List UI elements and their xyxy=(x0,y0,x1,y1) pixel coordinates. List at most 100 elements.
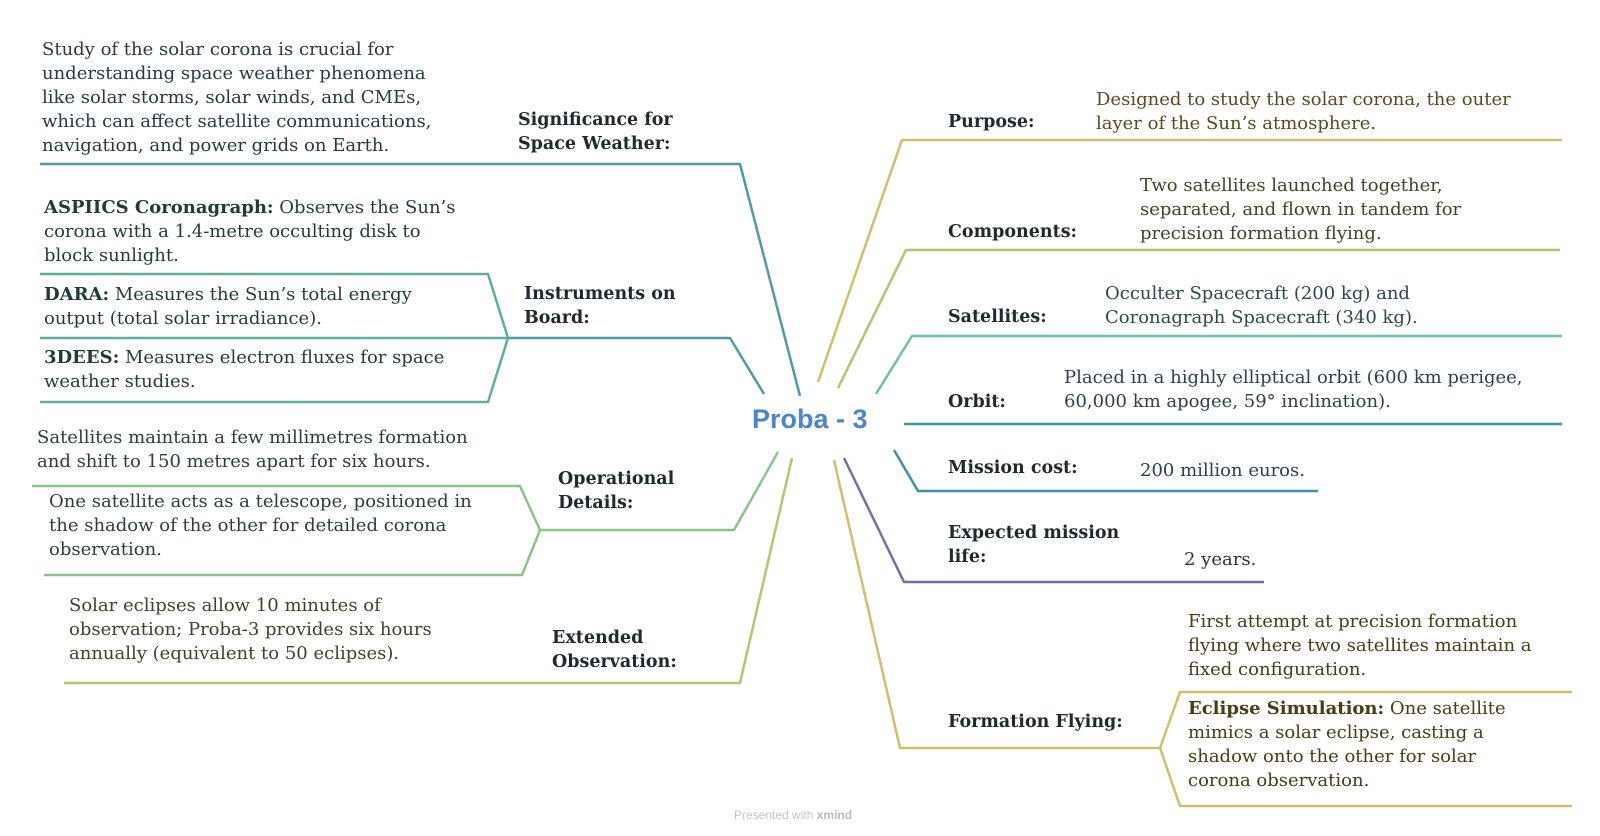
operational-item-telescope[interactable]: One satellite acts as a telescope, posit… xyxy=(49,490,472,562)
text-line: which can affect satellite communication… xyxy=(42,111,432,132)
text-line: 3DEES: Measures electron fluxes for spac… xyxy=(44,346,444,370)
mission-life-label[interactable]: Expected mission life: xyxy=(948,521,1119,569)
text-line: Solar eclipses allow 10 minutes of xyxy=(69,595,381,616)
label-line: Details: xyxy=(558,493,634,513)
text-line: shadow onto the other for solar xyxy=(1188,746,1477,767)
significance-label[interactable]: Significance for Space Weather: xyxy=(518,108,673,156)
connector-instr-3dees xyxy=(40,337,510,404)
text-line: corona observation. xyxy=(1188,770,1370,791)
text-line: Satellites maintain a few millimetres fo… xyxy=(37,427,468,448)
instrument-aspiics[interactable]: ASPIICS Coronagraph: Observes the Sun’s … xyxy=(44,196,456,268)
operational-label[interactable]: Operational Details: xyxy=(558,467,674,515)
text-line: navigation, and power grids on Earth. xyxy=(42,135,390,156)
formation-item-eclipse-simulation[interactable]: Eclipse Simulation: One satellite mimics… xyxy=(1188,697,1506,793)
label-line: Board: xyxy=(524,308,590,328)
label-line: Significance for xyxy=(518,110,673,130)
text-line: DARA: Measures the Sun’s total energy xyxy=(44,283,412,307)
text-line: block sunlight. xyxy=(44,245,179,266)
connector-mission-cost xyxy=(892,449,1318,493)
text-run: Measures the Sun’s total energy xyxy=(109,284,412,305)
text-line: fixed configuration. xyxy=(1188,659,1367,680)
text-run: Observes the Sun’s xyxy=(273,197,456,218)
text-line: understanding space weather phenomena xyxy=(42,63,426,84)
mission-cost-label[interactable]: Mission cost: xyxy=(948,458,1078,478)
satellites-text[interactable]: Occulter Spacecraft (200 kg) and Coronag… xyxy=(1105,282,1418,330)
text-line: First attempt at precision formation xyxy=(1188,611,1518,632)
extended-observation-text[interactable]: Solar eclipses allow 10 minutes of obser… xyxy=(69,594,432,666)
bold-term: Eclipse Simulation: xyxy=(1188,698,1385,719)
text-line: layer of the Sun’s atmosphere. xyxy=(1096,113,1377,134)
bold-term: DARA: xyxy=(44,284,110,305)
label-line: life: xyxy=(948,547,987,567)
text-line: observation; Proba-3 provides six hours xyxy=(69,619,432,640)
text-line: weather studies. xyxy=(44,371,196,392)
mission-cost-text[interactable]: 200 million euros. xyxy=(1140,459,1305,483)
footer-credit[interactable]: Presented with xmind xyxy=(734,808,852,822)
operational-item-formation[interactable]: Satellites maintain a few millimetres fo… xyxy=(37,426,468,474)
text-line: 200 million euros. xyxy=(1140,460,1305,481)
text-line: output (total solar irradiance). xyxy=(44,308,322,329)
text-line: mimics a solar eclipse, casting a xyxy=(1188,722,1484,743)
connector-instruments xyxy=(508,336,766,395)
connector-formation xyxy=(832,459,1160,750)
text-run: Measures electron fluxes for space xyxy=(119,347,445,368)
central-topic[interactable]: Proba - 3 xyxy=(752,404,868,434)
connector-significance xyxy=(40,162,802,397)
text-line: Coronagraph Spacecraft (340 kg). xyxy=(1105,307,1418,328)
connector-formation-item1 xyxy=(1158,690,1572,749)
instrument-3dees[interactable]: 3DEES: Measures electron fluxes for spac… xyxy=(44,346,444,394)
text-line: ASPIICS Coronagraph: Observes the Sun’s xyxy=(44,196,456,220)
connector-satellites xyxy=(874,334,1562,395)
connector-oper-item2 xyxy=(44,529,542,577)
formation-item-first-attempt[interactable]: First attempt at precision formation fly… xyxy=(1188,610,1532,682)
formation-flying-label[interactable]: Formation Flying: xyxy=(948,712,1123,732)
bold-term: 3DEES: xyxy=(44,347,120,368)
text-line: Study of the solar corona is crucial for xyxy=(42,39,394,60)
instrument-dara[interactable]: DARA: Measures the Sun’s total energy ou… xyxy=(44,283,412,331)
components-text[interactable]: Two satellites launched together, separa… xyxy=(1140,174,1461,246)
text-line: Eclipse Simulation: One satellite xyxy=(1188,697,1506,721)
purpose-text[interactable]: Designed to study the solar corona, the … xyxy=(1096,88,1511,136)
connector-instr-aspiics xyxy=(40,272,510,339)
label-line: Observation: xyxy=(552,652,677,672)
xmind-logo: xmind xyxy=(816,808,853,822)
label-line: Instruments on xyxy=(524,284,676,304)
label-line: Expected mission xyxy=(948,523,1120,543)
text-line: annually (equivalent to 50 eclipses). xyxy=(69,643,400,664)
text-line: observation. xyxy=(49,539,162,560)
components-label[interactable]: Components: xyxy=(948,222,1078,242)
text-line: like solar storms, solar winds, and CMEs… xyxy=(42,87,422,108)
text-line: One satellite acts as a telescope, posit… xyxy=(49,491,472,512)
footer-prefix: Presented with xyxy=(734,808,814,822)
connector-oper-item1 xyxy=(32,484,542,531)
text-line: Designed to study the solar corona, the … xyxy=(1096,89,1511,110)
connector-formation-item2 xyxy=(1158,747,1572,808)
orbit-text[interactable]: Placed in a highly elliptical orbit (600… xyxy=(1064,366,1523,414)
label-line: Space Weather: xyxy=(518,134,671,154)
text-run: One satellite xyxy=(1384,698,1506,719)
text-line: precision formation flying. xyxy=(1140,223,1382,244)
connector-components xyxy=(836,248,1560,389)
text-line: Placed in a highly elliptical orbit (600… xyxy=(1064,367,1523,388)
extended-observation-label[interactable]: Extended Observation: xyxy=(552,626,677,674)
significance-text[interactable]: Study of the solar corona is crucial for… xyxy=(42,38,431,158)
connector-operational xyxy=(540,451,780,532)
purpose-label[interactable]: Purpose: xyxy=(948,112,1035,132)
text-line: flying where two satellites maintain a xyxy=(1188,635,1532,656)
text-line: Two satellites launched together, xyxy=(1140,175,1443,196)
connector-mission-life xyxy=(842,457,1264,584)
label-line: Extended xyxy=(552,628,644,648)
bold-term: ASPIICS Coronagraph: xyxy=(44,197,274,218)
text-line: separated, and flown in tandem for xyxy=(1140,199,1462,220)
mission-life-text[interactable]: 2 years. xyxy=(1184,548,1256,572)
instruments-label[interactable]: Instruments on Board: xyxy=(524,282,676,330)
satellites-label[interactable]: Satellites: xyxy=(948,307,1047,327)
text-line: the shadow of the other for detailed cor… xyxy=(49,515,447,536)
text-line: Occulter Spacecraft (200 kg) and xyxy=(1105,283,1410,304)
orbit-label[interactable]: Orbit: xyxy=(948,392,1006,412)
connector-purpose xyxy=(816,138,1562,383)
connector-extended xyxy=(64,457,794,685)
label-line: Operational xyxy=(558,469,675,489)
